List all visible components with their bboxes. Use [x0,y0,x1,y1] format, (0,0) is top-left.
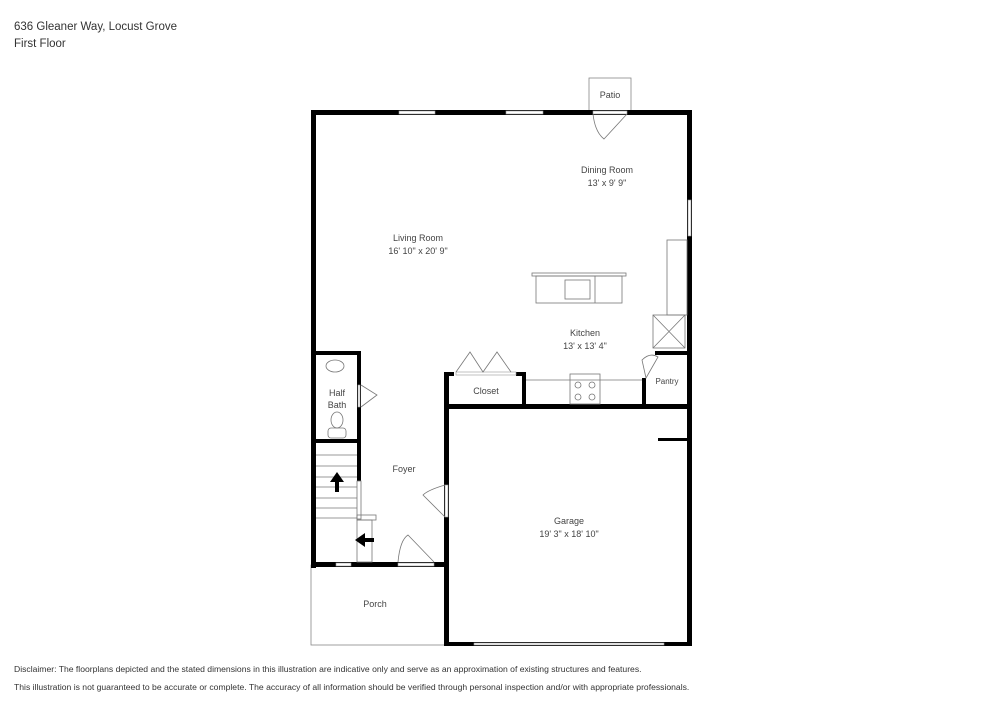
room-label-halfbath-2: Bath [327,400,347,410]
stair-left-arrow-icon [355,533,374,547]
room-label-living: Living Room [392,233,444,243]
address-title: 636 Gleaner Way, Locust Grove [14,21,177,33]
disclaimer-line-2: This illustration is not guaranteed to b… [14,682,690,692]
floor-title: First Floor [14,38,66,50]
room-label-porch: Porch [363,599,387,609]
room-label-kitchen: Kitchen [569,328,601,338]
room-label-patio: Patio [599,90,621,100]
room-label-dining: Dining Room [580,165,634,175]
room-dims-kitchen: 13' x 13' 4" [563,341,607,351]
room-dims-living: 16' 10" x 20' 9" [388,246,448,256]
walls [311,110,692,646]
room-label-halfbath: Half [328,388,346,398]
stair-up-arrow-icon [330,472,344,492]
room-dims-garage: 19' 3" x 18' 10" [539,529,599,539]
disclaimer-line-1: Disclaimer: The floorplans depicted and … [14,664,642,674]
room-label-garage: Garage [553,516,585,526]
room-label-pantry: Pantry [655,377,679,386]
room-label-foyer: Foyer [392,464,416,474]
room-label-closet: Closet [473,386,499,396]
room-dims-dining: 13' x 9' 9" [587,178,627,188]
